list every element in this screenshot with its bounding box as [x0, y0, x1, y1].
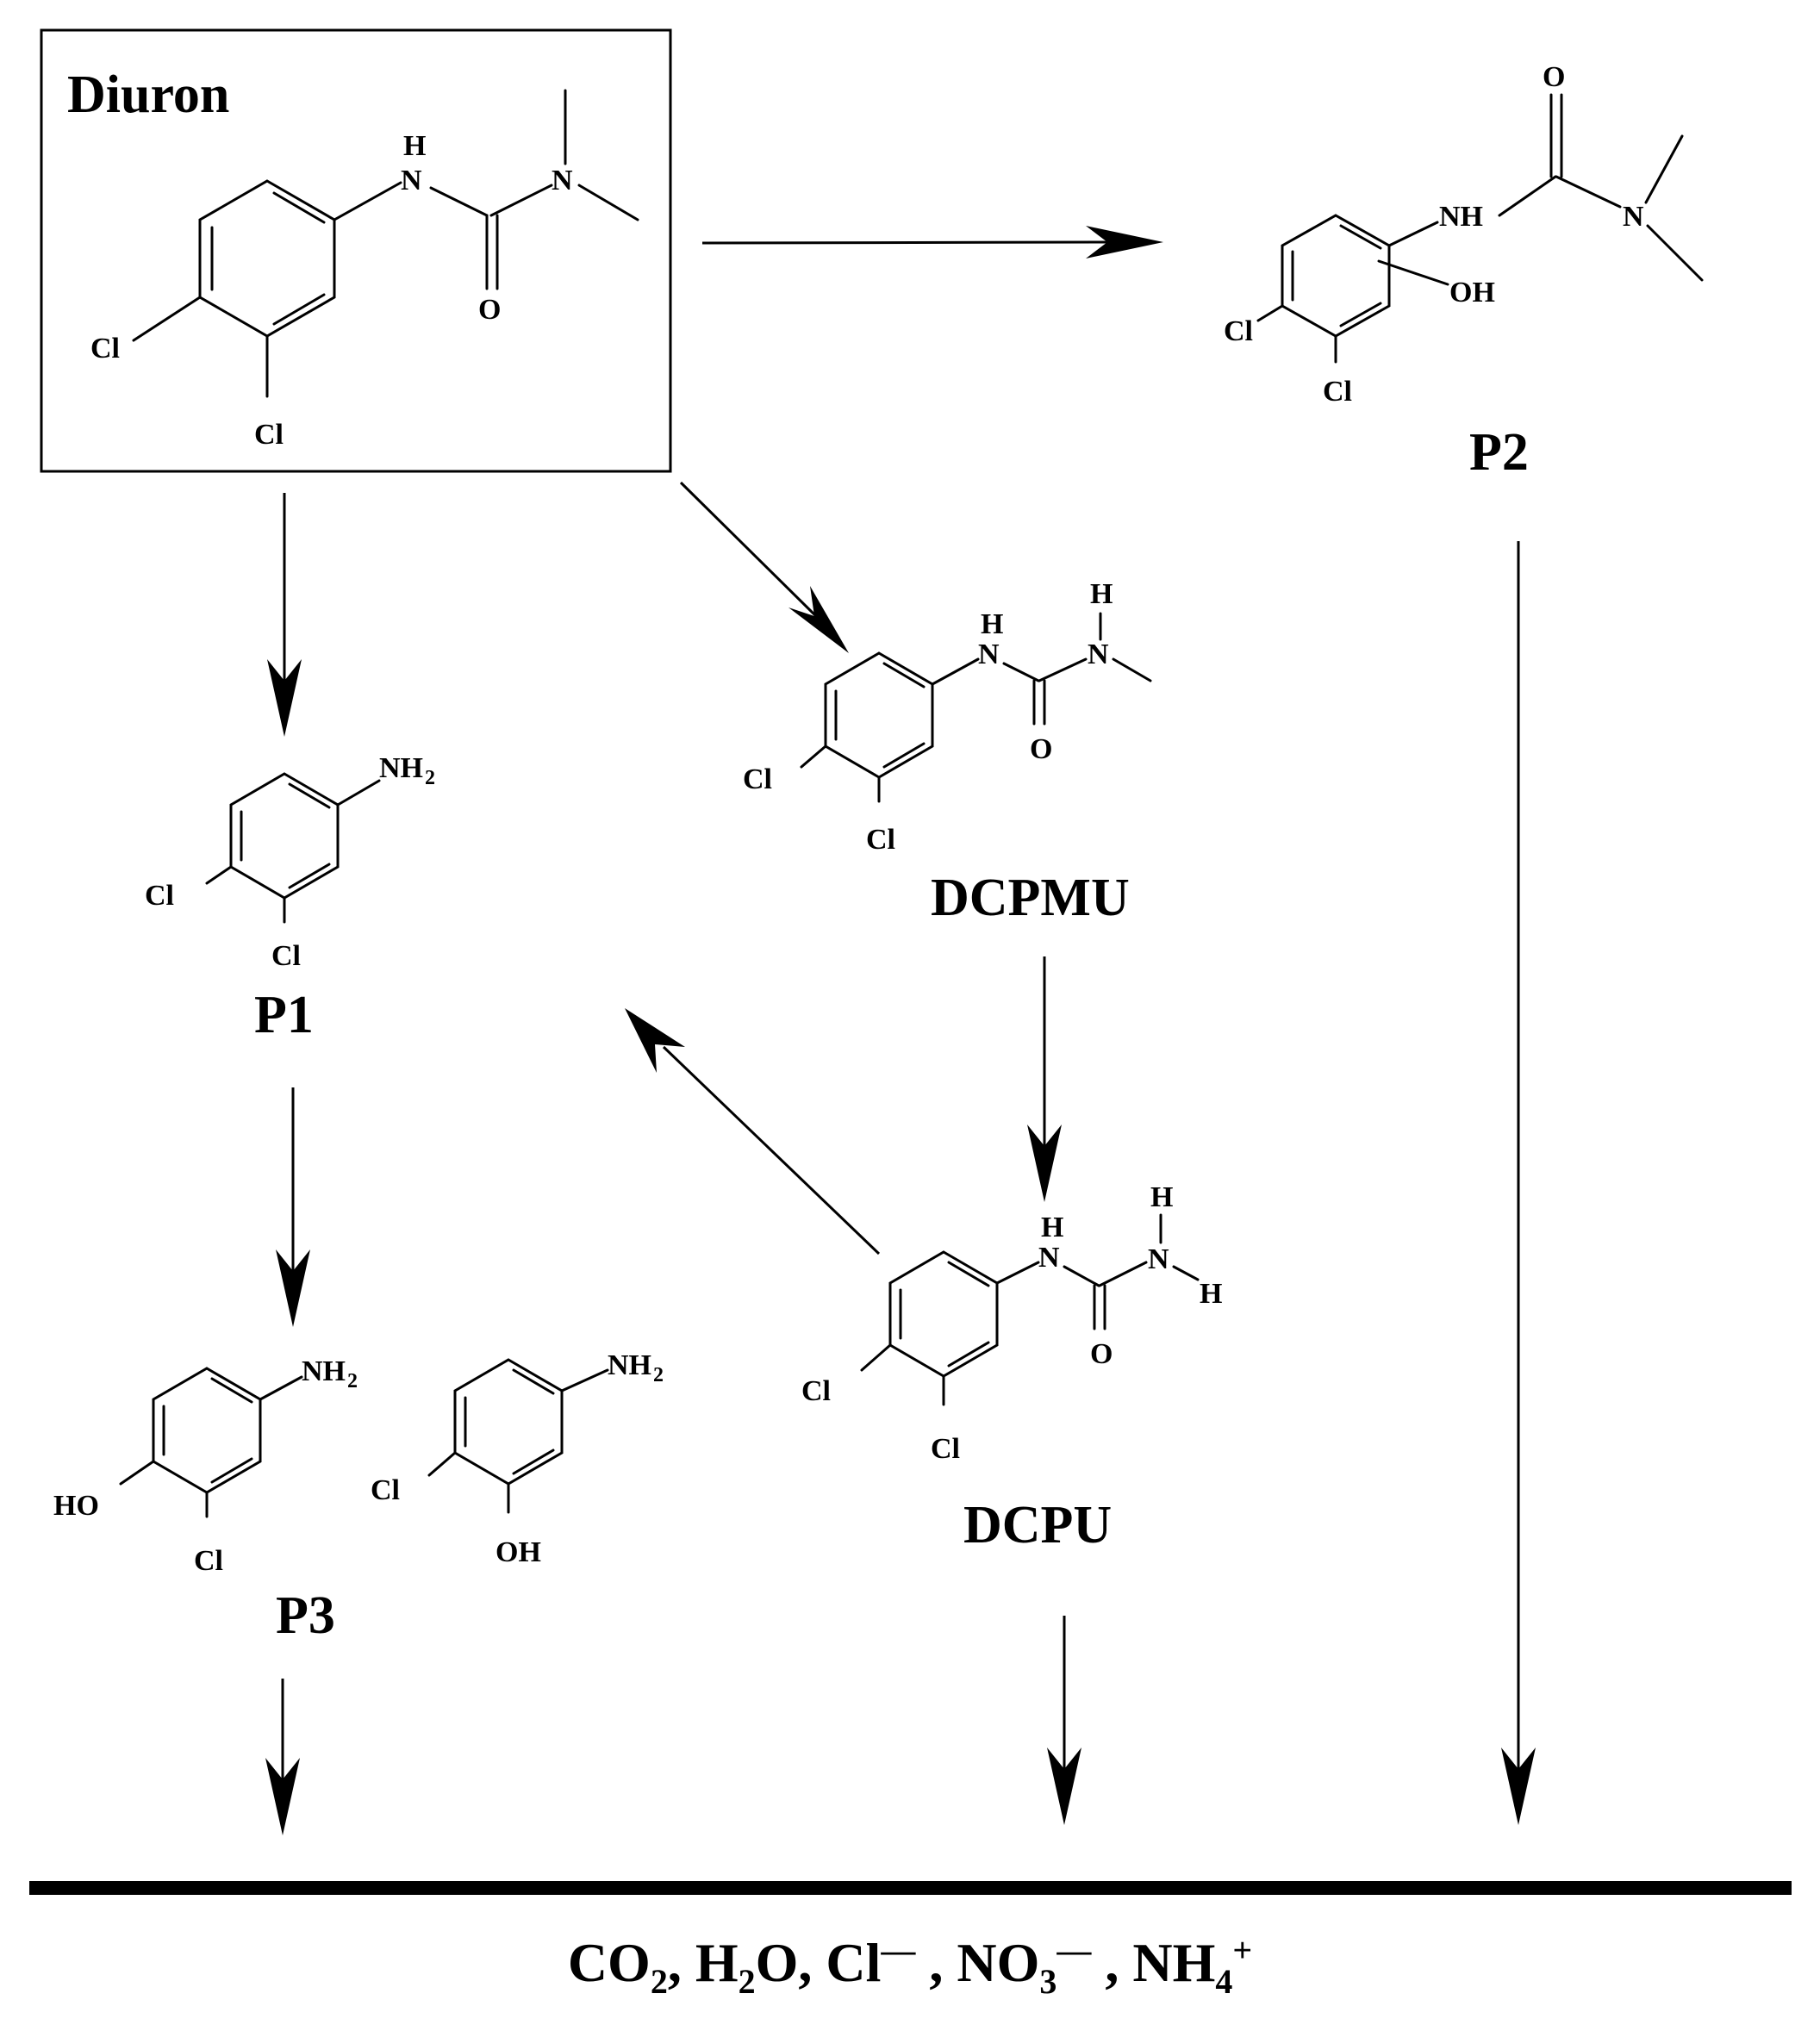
- arrow-p1-to-p3: [276, 1087, 310, 1327]
- arrow-p3-to-products: [265, 1679, 300, 1835]
- product-nitrate: NO3—: [957, 1931, 1092, 2002]
- dcpu-structure: N H O N H H Cl Cl DCPU: [801, 1181, 1222, 1554]
- arrow-p2-to-products: [1501, 541, 1536, 1825]
- atom-nh2: NH: [379, 752, 423, 784]
- atom-n: N: [552, 165, 573, 196]
- arrow-diuron-to-dcpmu: [679, 481, 849, 653]
- atom-cl: Cl: [371, 1474, 400, 1506]
- separator: ,: [1091, 1932, 1133, 1994]
- arrow-dcpu-to-p1: [625, 1008, 881, 1255]
- subscript-2: 2: [425, 767, 435, 789]
- atom-cl: Cl: [90, 333, 120, 364]
- atom-h: H: [1090, 578, 1113, 610]
- atom-cl: Cl: [254, 419, 284, 451]
- product-h2o: H2O,: [695, 1932, 826, 2002]
- atom-h: H: [981, 608, 1003, 640]
- atom-o: O: [1090, 1338, 1113, 1370]
- atom-nh2: NH: [302, 1355, 346, 1387]
- dcpu-label: DCPU: [963, 1496, 1112, 1554]
- atom-n: N: [1088, 639, 1109, 670]
- separator: ,: [915, 1932, 957, 1994]
- arrow-diuron-to-p2: [701, 226, 1163, 259]
- product-co2: CO2: [567, 1932, 668, 2002]
- atom-cl: Cl: [866, 824, 895, 856]
- atom-cl: Cl: [1323, 376, 1352, 408]
- arrow-diuron-to-p1: [267, 493, 302, 737]
- atom-n: N: [978, 639, 1000, 670]
- atom-cl: Cl: [1224, 315, 1253, 347]
- arrow-dcpmu-to-dcpu: [1027, 956, 1062, 1202]
- p2-structure: NH O N OH Cl Cl P2: [1224, 61, 1704, 482]
- p1-label: P1: [254, 986, 314, 1044]
- atom-o: O: [478, 294, 501, 326]
- atom-o: O: [1543, 61, 1565, 93]
- dcpmu-label: DCPMU: [931, 869, 1130, 927]
- atom-o: O: [1030, 733, 1052, 765]
- atom-oh: OH: [1449, 277, 1495, 308]
- p3-label: P3: [276, 1586, 335, 1645]
- atom-n: N: [1623, 201, 1644, 233]
- p2-label: P2: [1469, 423, 1529, 482]
- atom-cl: Cl: [145, 880, 174, 912]
- atom-n: N: [401, 165, 422, 196]
- mineralization-bar: [29, 1881, 1792, 1895]
- atom-cl: Cl: [931, 1433, 960, 1465]
- atom-cl: Cl: [271, 940, 301, 972]
- atom-cl: Cl: [194, 1545, 223, 1577]
- dcpmu-structure: N H O N H Cl Cl DCPMU: [743, 578, 1152, 927]
- atom-oh: OH: [496, 1536, 541, 1568]
- atom-n: N: [1148, 1243, 1169, 1275]
- atom-cl: Cl: [743, 763, 772, 795]
- arrow-dcpu-to-products: [1047, 1616, 1081, 1825]
- atom-h: H: [1041, 1212, 1063, 1243]
- product-ammonium: NH4+: [1132, 1931, 1253, 2002]
- diuron-structure: Diuron N H O N Cl Cl: [40, 28, 672, 473]
- atom-h: H: [1150, 1181, 1173, 1213]
- atom-cl: Cl: [801, 1375, 831, 1407]
- subscript-2: 2: [653, 1364, 664, 1386]
- product-chloride: Cl—: [826, 1931, 916, 1994]
- atom-ho: HO: [53, 1490, 99, 1522]
- subscript-2: 2: [347, 1370, 358, 1392]
- p1-structure: NH 2 Cl Cl P1: [145, 752, 435, 1044]
- atom-nh2: NH: [608, 1349, 651, 1381]
- atom-n: N: [1038, 1242, 1060, 1274]
- separator: ,: [667, 1932, 695, 1994]
- diuron-box: [40, 28, 672, 473]
- final-products: CO2, H2O, Cl— , NO3— , NH4+: [0, 1930, 1820, 2002]
- atom-h: H: [403, 130, 426, 162]
- atom-nh: NH: [1439, 201, 1483, 233]
- diuron-label: Diuron: [67, 65, 229, 124]
- p3-structure: NH 2 HO Cl NH 2 Cl OH P3: [53, 1349, 664, 1645]
- atom-h: H: [1200, 1278, 1222, 1310]
